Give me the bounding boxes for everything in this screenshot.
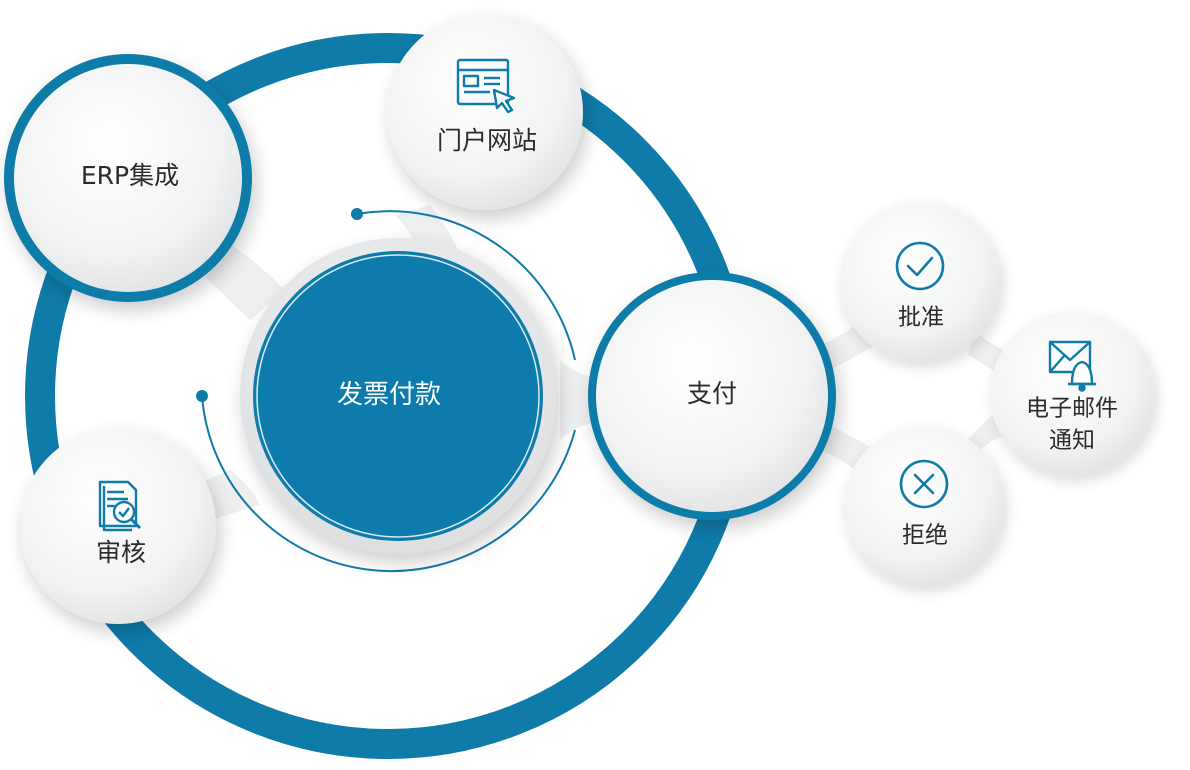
payment-label: 支付 xyxy=(686,379,738,408)
node-portal xyxy=(387,14,583,210)
portal-label: 门户网站 xyxy=(436,126,538,155)
email-label-line2: 通知 xyxy=(1049,427,1095,454)
erp-label: ERP集成 xyxy=(80,161,180,190)
node-erp xyxy=(4,54,252,302)
check-circle-icon xyxy=(895,241,945,291)
node-payment xyxy=(588,272,836,520)
center-label: 发票付款 xyxy=(336,380,442,410)
node-approve xyxy=(840,202,1000,362)
orbit-dot-left xyxy=(196,390,208,402)
audit-label: 审核 xyxy=(95,538,147,567)
reject-label: 拒绝 xyxy=(902,522,948,549)
envelope-bell-icon xyxy=(1048,340,1096,392)
approve-label: 批准 xyxy=(898,304,944,331)
orbit-dot-top xyxy=(351,208,363,220)
web-browser-cursor-icon xyxy=(456,58,516,114)
x-circle-icon xyxy=(899,459,949,509)
orbit-arc-top xyxy=(356,210,576,361)
orbit-arc-bottom xyxy=(201,395,576,573)
document-check-icon xyxy=(98,480,142,532)
node-email xyxy=(990,312,1154,476)
email-label-line1: 电子邮件 xyxy=(1026,395,1118,422)
